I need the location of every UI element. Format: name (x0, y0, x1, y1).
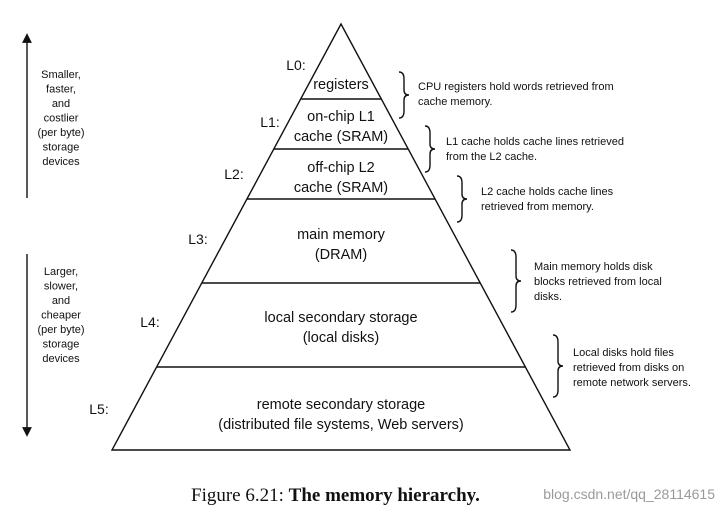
note-text-l4: remote network servers. (573, 377, 691, 389)
tier-text-l3: main memory (297, 227, 386, 243)
note-text-l1: from the L2 cache. (446, 151, 537, 163)
level-label-l3: L3: (188, 231, 207, 247)
tier-text-l4: (local disks) (303, 330, 380, 346)
note-text-l4: Local disks hold files (573, 347, 674, 359)
level-label-l0: L0: (286, 57, 305, 73)
note-text-l1: L1 cache holds cache lines retrieved (446, 136, 624, 148)
brace-l0 (398, 71, 410, 119)
side-text-top: (per byte) (37, 127, 84, 139)
side-text-top: and (52, 98, 70, 110)
side-text-bottom: storage (43, 339, 80, 351)
level-label-l4: L4: (140, 314, 159, 330)
tier-text-l1: cache (SRAM) (294, 129, 388, 145)
figure-caption: Figure 6.21: The memory hierarchy. (191, 485, 480, 506)
note-text-l3: blocks retrieved from local (534, 276, 662, 288)
caption-title: The memory hierarchy. (289, 485, 480, 506)
side-text-top: devices (42, 156, 80, 168)
brace-l2 (456, 175, 468, 223)
tier-text-l5: (distributed file systems, Web servers) (218, 417, 464, 433)
note-text-l3: disks. (534, 291, 562, 303)
side-text-bottom: (per byte) (37, 324, 84, 336)
tier-text-l0: registers (313, 77, 369, 93)
side-text-top: Smaller, (41, 69, 81, 81)
tier-text-l1: on-chip L1 (307, 109, 375, 125)
tier-text-l3: (DRAM) (315, 247, 367, 263)
caption-prefix: Figure 6.21: (191, 485, 289, 506)
tier-text-l2: cache (SRAM) (294, 180, 388, 196)
side-text-bottom: slower, (44, 281, 78, 293)
side-text-bottom: Larger, (44, 266, 78, 278)
note-text-l0: CPU registers hold words retrieved from (418, 81, 614, 93)
tier-text-l4: local secondary storage (264, 310, 417, 326)
brace-l4 (552, 334, 564, 398)
side-text-top: storage (43, 142, 80, 154)
note-text-l2: L2 cache holds cache lines (481, 186, 614, 198)
brace-l1 (424, 125, 436, 173)
side-text-top: costlier (44, 113, 79, 125)
side-text-bottom: cheaper (41, 310, 81, 322)
side-text-bottom: and (52, 295, 70, 307)
note-text-l0: cache memory. (418, 96, 492, 108)
level-label-l2: L2: (224, 166, 243, 182)
side-text-bottom: devices (42, 353, 80, 365)
watermark: blog.csdn.net/qq_28114615 (543, 486, 715, 502)
note-text-l2: retrieved from memory. (481, 201, 594, 213)
note-text-l4: retrieved from disks on (573, 362, 684, 374)
tier-text-l5: remote secondary storage (257, 397, 425, 413)
pyramid-outline (110, 22, 572, 451)
tier-text-l2: off-chip L2 (307, 160, 374, 176)
level-label-l1: L1: (260, 114, 279, 130)
level-label-l5: L5: (89, 401, 108, 417)
note-text-l3: Main memory holds disk (534, 261, 653, 273)
side-text-top: faster, (46, 84, 76, 96)
brace-l3 (510, 249, 522, 313)
